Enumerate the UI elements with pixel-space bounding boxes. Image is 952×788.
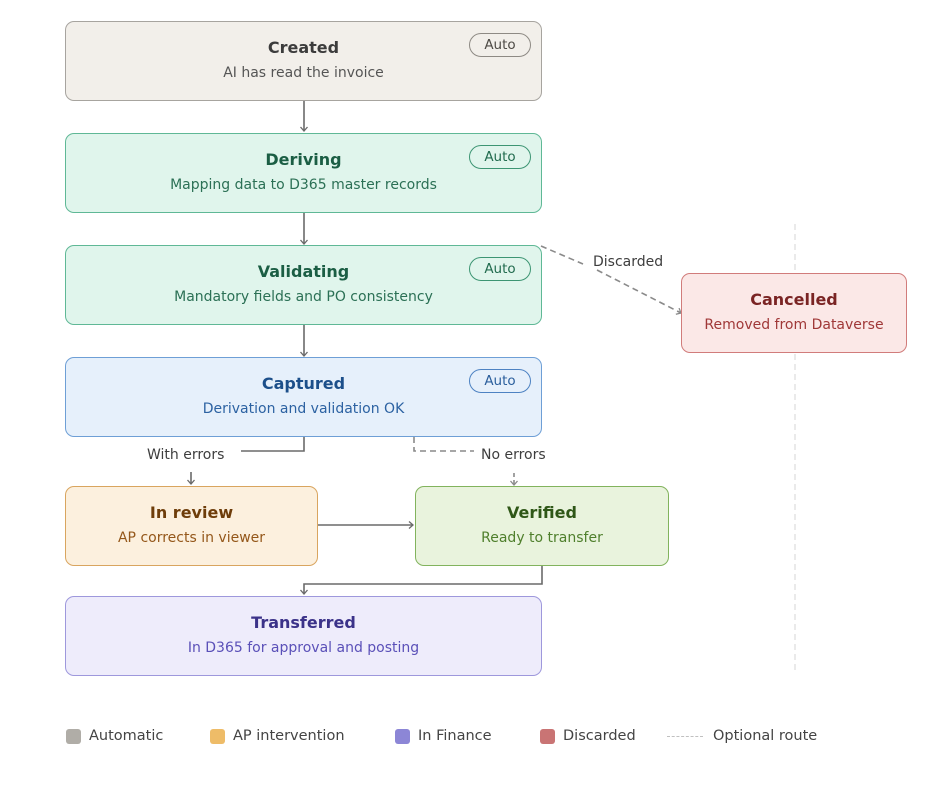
legend-optional-route: Optional route <box>667 726 817 746</box>
node-captured-auto-badge: Auto <box>469 369 531 393</box>
edge-verified-transferred <box>300 566 543 595</box>
node-cancelled: Cancelled Removed from Dataverse <box>681 273 907 353</box>
node-in-review-title: In review <box>149 503 234 522</box>
node-captured-subtitle: Derivation and validation OK <box>202 401 405 417</box>
node-transferred: Transferred In D365 for approval and pos… <box>65 596 542 676</box>
legend-optional-route-swatch <box>667 735 703 737</box>
node-in-review-subtitle: AP corrects in viewer <box>117 530 266 546</box>
legend-discarded-label: Discarded <box>563 728 636 744</box>
legend-in-finance-swatch <box>395 728 410 744</box>
node-created-subtitle: AI has read the invoice <box>223 65 384 81</box>
node-created-title: Created <box>267 38 340 57</box>
legend-automatic: Automatic <box>66 726 163 746</box>
edge-captured-verified <box>413 437 474 452</box>
legend-automatic-label: Automatic <box>89 728 164 744</box>
node-verified: Verified Ready to transfer <box>415 486 669 566</box>
legend-discarded: Discarded <box>540 726 636 746</box>
legend-discarded-swatch <box>540 728 555 744</box>
node-created: Created AI has read the invoice Auto <box>65 21 542 101</box>
edge-label-discarded: Discarded <box>593 254 664 270</box>
node-created-auto-badge: Auto <box>469 33 531 57</box>
node-validating-subtitle: Mandatory fields and PO consistency <box>174 289 433 305</box>
node-verified-subtitle: Ready to transfer <box>481 530 603 546</box>
node-validating: Validating Mandatory fields and PO consi… <box>65 245 542 325</box>
legend-ap-intervention: AP intervention <box>210 726 345 746</box>
edge-validating-cancelled <box>540 245 681 313</box>
legend-ap-intervention-label: AP intervention <box>233 728 345 744</box>
node-captured-title: Captured <box>261 374 346 393</box>
node-transferred-title: Transferred <box>251 613 356 632</box>
legend-optional-route-label: Optional route <box>713 728 818 744</box>
node-verified-title: Verified <box>507 503 577 522</box>
node-deriving-title: Deriving <box>265 150 342 169</box>
legend-in-finance-label: In Finance <box>418 728 492 744</box>
node-transferred-subtitle: In D365 for approval and posting <box>187 640 420 656</box>
legend-automatic-swatch <box>66 728 81 744</box>
node-deriving: Deriving Mapping data to D365 master rec… <box>65 133 542 213</box>
node-deriving-auto-badge: Auto <box>469 145 531 169</box>
edge-label-with-errors: With errors <box>147 447 225 463</box>
node-cancelled-subtitle: Removed from Dataverse <box>704 317 884 333</box>
edge-label-no-errors: No errors <box>481 447 546 463</box>
node-deriving-subtitle: Mapping data to D365 master records <box>170 177 437 193</box>
legend-ap-intervention-swatch <box>210 728 225 744</box>
edge-captured-in-review <box>241 437 305 452</box>
node-cancelled-title: Cancelled <box>750 290 838 309</box>
legend-in-finance: In Finance <box>395 726 492 746</box>
node-in-review: In review AP corrects in viewer <box>65 486 318 566</box>
node-captured: Captured Derivation and validation OK Au… <box>65 357 542 437</box>
node-validating-auto-badge: Auto <box>469 257 531 281</box>
node-validating-title: Validating <box>257 262 350 281</box>
